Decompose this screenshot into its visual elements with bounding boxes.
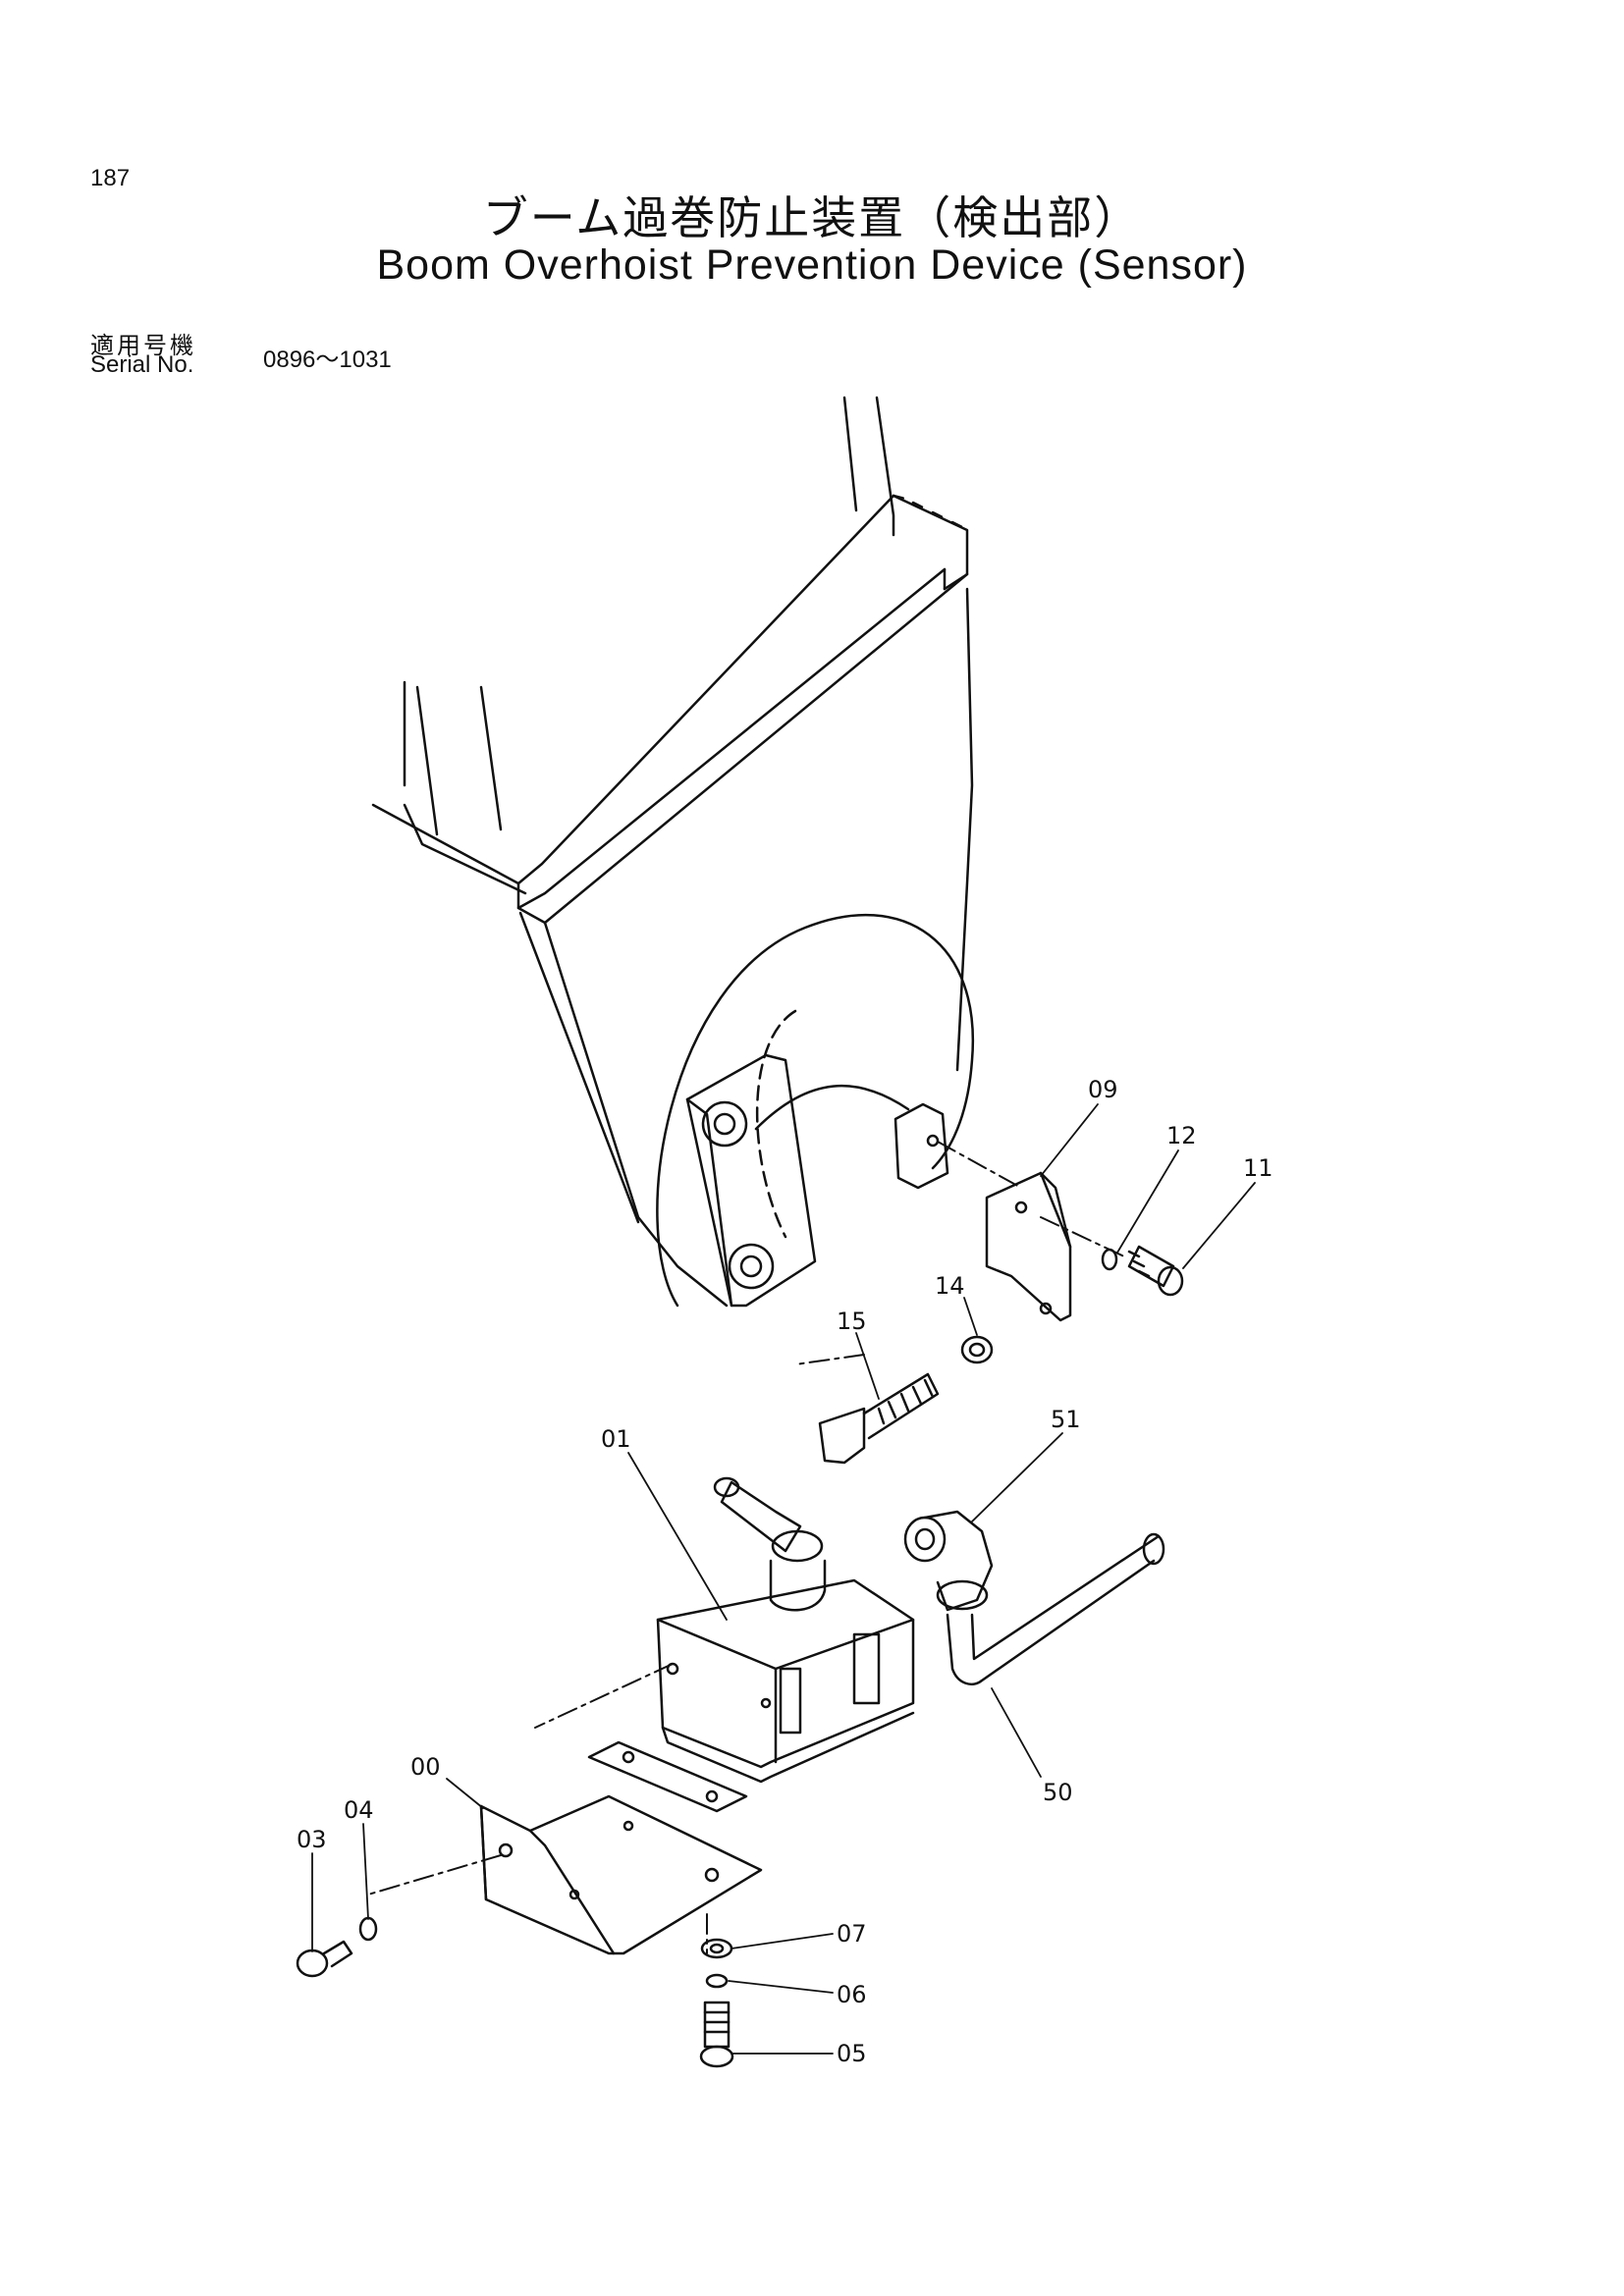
callout-05: 05 [837, 2040, 867, 2067]
lock-washer-06 [705, 1973, 729, 1989]
mounting-plate [587, 1740, 748, 1813]
angle-bracket-00 [479, 1794, 763, 1955]
callout-51: 51 [1051, 1406, 1081, 1433]
callout-07: 07 [837, 1920, 867, 1948]
leader-lines [311, 1103, 1256, 2055]
bolt-03 [296, 1940, 353, 1978]
assembly-centerlines [367, 1141, 1125, 1954]
title-english: Boom Overhoist Prevention Device (Sensor… [376, 241, 1248, 289]
callout-09: 09 [1088, 1076, 1118, 1103]
callout-06: 06 [837, 1981, 867, 2008]
callout-04: 04 [344, 1796, 374, 1824]
bolt-05 [699, 2001, 734, 2068]
bolt-15 [818, 1372, 940, 1465]
serial-range: 0896～1031 [263, 347, 392, 373]
elbow-fitting-51 [903, 1510, 994, 1612]
bolt-11 [1127, 1245, 1184, 1297]
pipe-50 [946, 1532, 1165, 1685]
washer-04 [358, 1916, 378, 1942]
boom-structure [371, 396, 975, 1308]
callout-50: 50 [1043, 1779, 1073, 1806]
callout-01: 01 [601, 1425, 631, 1453]
page-number: 187 [90, 165, 131, 191]
callout-03: 03 [297, 1826, 327, 1853]
callout-14: 14 [935, 1272, 965, 1300]
lock-washer-12 [1101, 1248, 1118, 1271]
limit-switch-01 [656, 1476, 915, 1784]
serial-label-japanese: 適用号機 [90, 332, 196, 359]
washer-07 [700, 1938, 733, 1959]
callout-15: 15 [837, 1308, 867, 1335]
title-japanese: ブーム過巻防止装置（検出部） [482, 191, 1142, 244]
callout-00: 00 [410, 1753, 441, 1781]
callout-12: 12 [1166, 1122, 1197, 1149]
serial-label-english: Serial No. [90, 351, 194, 378]
callout-11: 11 [1243, 1154, 1273, 1182]
nut-14 [960, 1335, 994, 1364]
bracket-09 [985, 1171, 1072, 1322]
